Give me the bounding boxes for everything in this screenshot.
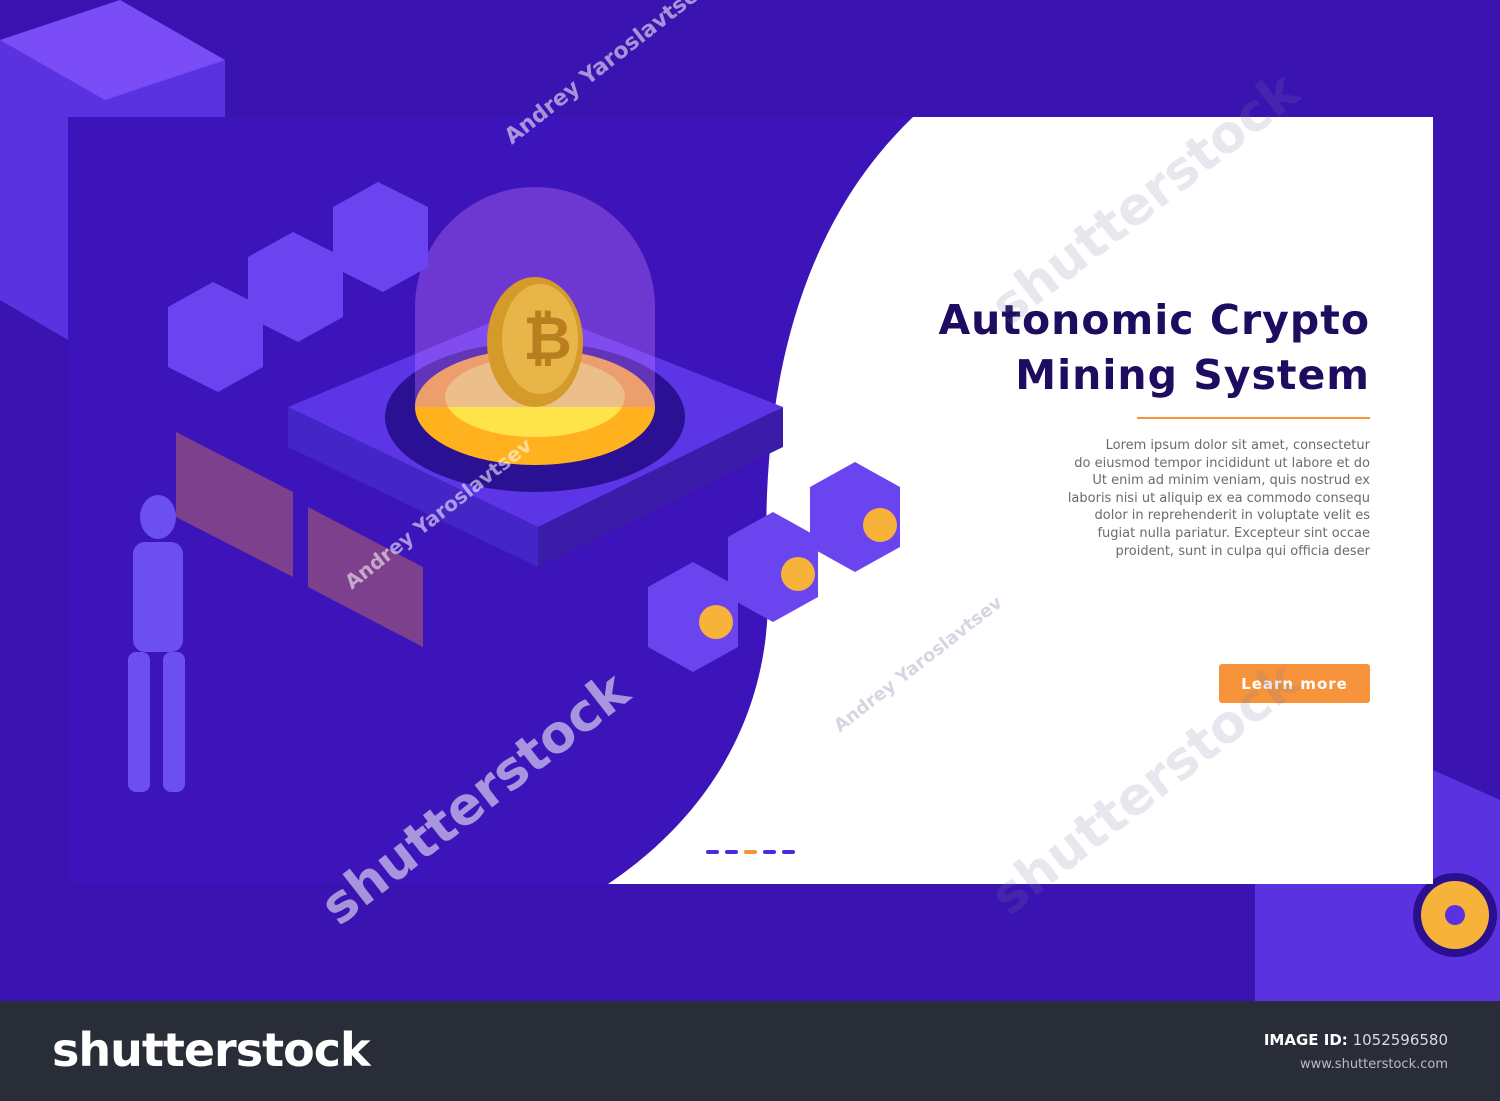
description-line: dolor in reprehenderit in voluptate veli… <box>1094 508 1370 524</box>
learn-more-button[interactable]: Learn more <box>1219 664 1370 703</box>
hologram-screen <box>176 432 293 577</box>
hero-description: Lorem ipsum dolor sit amet, consectetur … <box>990 437 1370 560</box>
image-id: IMAGE ID: 1052596580 <box>1264 1031 1448 1049</box>
page-dot-2[interactable] <box>725 850 738 854</box>
fan-icon <box>781 557 815 591</box>
fan-icon <box>699 605 733 639</box>
title-line-1: Autonomic Crypto <box>938 296 1370 344</box>
description-line: Ut enim ad minim veniam, quis nostrud ex <box>1092 473 1370 489</box>
image-id-value: 1052596580 <box>1352 1031 1448 1049</box>
hologram-screen <box>308 507 423 647</box>
description-line: fugiat nulla pariatur. Excepteur sint oc… <box>1097 525 1370 541</box>
description-line: proident, sunt in culpa qui officia dese… <box>1115 543 1370 559</box>
pagination <box>706 850 795 854</box>
page-dot-3-active[interactable] <box>744 850 757 854</box>
title-divider <box>1137 417 1370 419</box>
page-dot-4[interactable] <box>763 850 776 854</box>
hero-title: Autonomic Crypto Mining System <box>938 293 1370 403</box>
mining-platform: ₿ <box>288 187 783 567</box>
page-dot-5[interactable] <box>782 850 795 854</box>
fan-icon <box>863 508 897 542</box>
title-line-2: Mining System <box>1015 351 1370 399</box>
robot-figure <box>128 495 185 792</box>
mining-rigs <box>648 462 900 672</box>
description-line: Lorem ipsum dolor sit amet, consectetur <box>1105 438 1370 453</box>
description-line: do eiusmod tempor incididunt ut labore e… <box>1074 455 1370 471</box>
site-url[interactable]: www.shutterstock.com <box>1299 1057 1448 1072</box>
svg-text:₿: ₿ <box>523 304 572 374</box>
shutterstock-logo[interactable]: shutterstock <box>52 1023 371 1077</box>
landing-frame: ₿ Autonomic Crypto Mining System <box>68 117 1433 884</box>
server-racks <box>168 182 428 392</box>
page-dot-1[interactable] <box>706 850 719 854</box>
footer-bar: shutterstock IMAGE ID: 1052596580 www.sh… <box>0 1001 1500 1101</box>
server-block-topleft <box>0 0 225 340</box>
image-id-label: IMAGE ID: <box>1263 1031 1348 1049</box>
description-line: laboris nisi ut aliquip ex ea commodo co… <box>1067 490 1370 506</box>
